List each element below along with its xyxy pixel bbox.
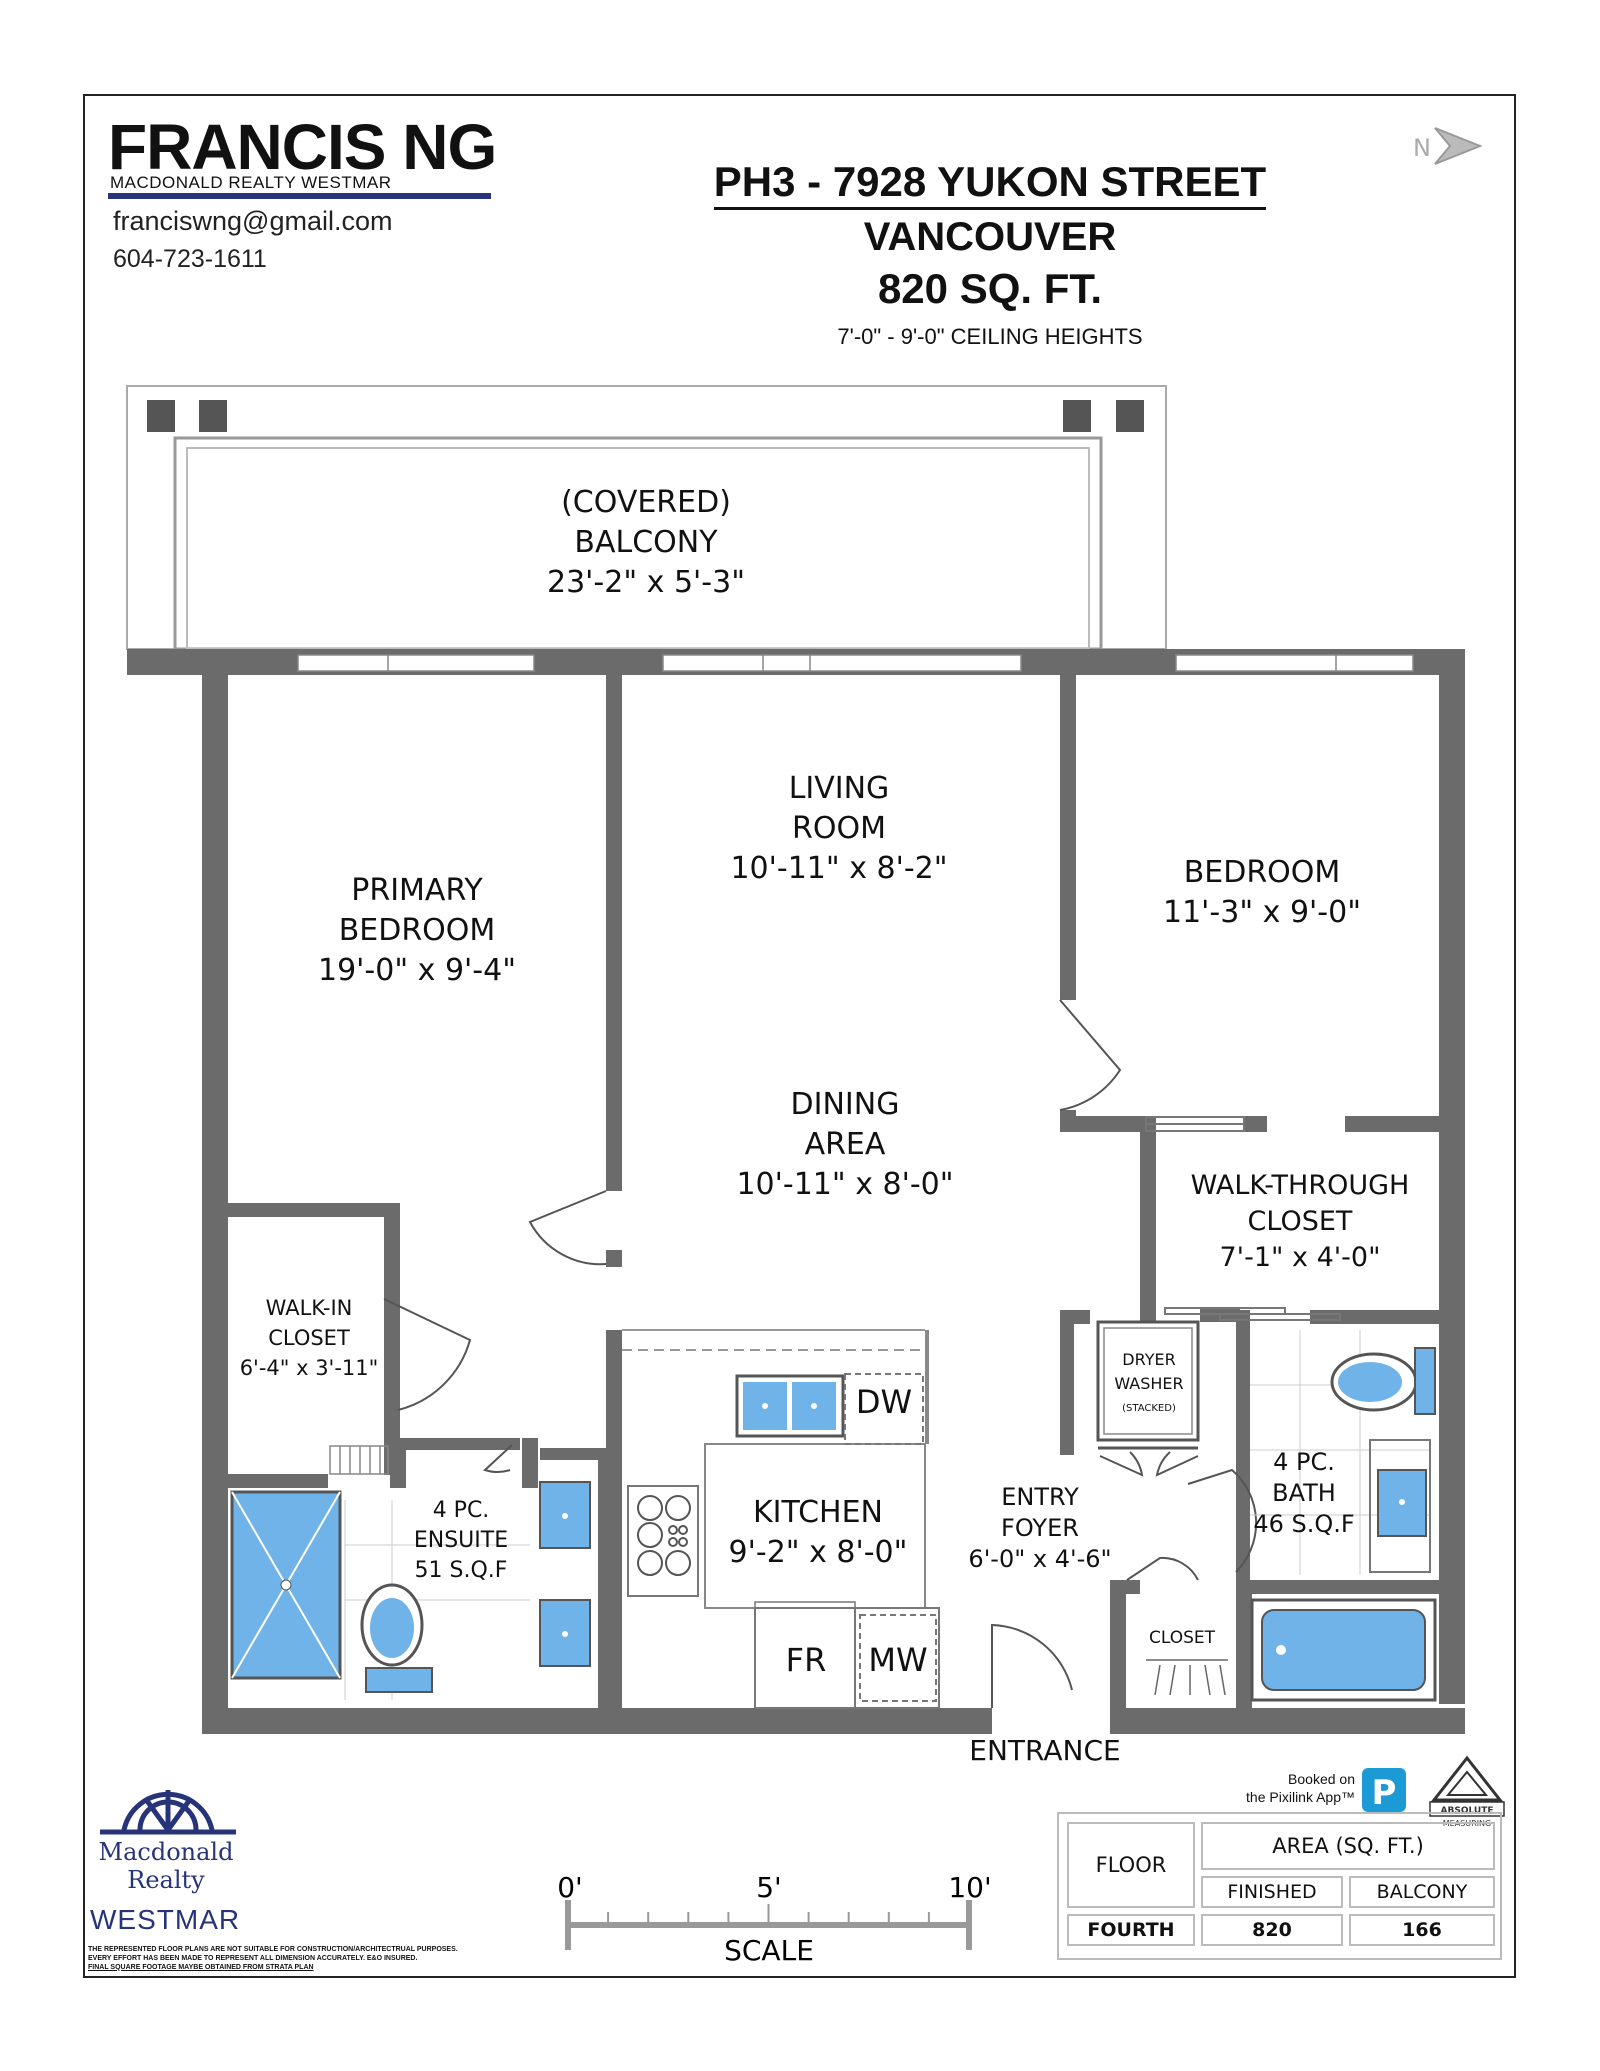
- property-sqft: 820 SQ. FT.: [877, 265, 1103, 312]
- primary-bedroom-dim: 19'-0" x 9'-4": [318, 953, 516, 988]
- ensuite-dim: 51 S.Q.F: [415, 1558, 508, 1583]
- closet-label: CLOSET: [1149, 1628, 1216, 1648]
- pixilink-badge-line-1: Booked on: [1288, 1771, 1355, 1787]
- walkin-label-1: WALK-IN: [266, 1296, 353, 1320]
- scale-tick-0: 0': [557, 1871, 583, 1904]
- foyer-dim: 6'-0" x 4'-6": [968, 1545, 1111, 1573]
- property-ceiling-heights: 7'-0" - 9'-0" CEILING HEIGHTS: [837, 324, 1143, 349]
- windows: [297, 654, 1414, 672]
- kitchen-dim: 9'-2" x 8'-0": [729, 1535, 908, 1570]
- walkthrough-dim: 7'-1" x 4'-0": [1219, 1242, 1380, 1273]
- ensuite-fixtures: [230, 1481, 591, 1700]
- disclaimer: THE REPRESENTED FLOOR PLANS ARE NOT SUIT…: [88, 1946, 508, 1972]
- dining-label-1: DINING: [791, 1087, 900, 1122]
- pixilink-badge: Booked on the Pixilink App™: [1215, 1770, 1355, 1806]
- foyer-label-2: FOYER: [1001, 1514, 1079, 1542]
- bedroom-dim: 11'-3" x 9'-0": [1163, 895, 1361, 930]
- dining-dim: 10'-11" x 8'-0": [736, 1167, 953, 1202]
- walkin-label-2: CLOSET: [268, 1326, 350, 1350]
- walkthrough-label-2: CLOSET: [1248, 1206, 1353, 1237]
- logo-text-westmar: WESTMAR: [90, 1904, 241, 1935]
- living-room-label-1: LIVING: [789, 771, 890, 806]
- entrance-label: ENTRANCE: [969, 1734, 1120, 1767]
- walkin-dim: 6'-4" x 3'-11": [240, 1356, 379, 1380]
- closet-hangers: [1146, 1659, 1228, 1696]
- agent-name: FRANCIS NG: [108, 111, 497, 183]
- dishwasher-label: DW: [856, 1383, 912, 1421]
- agent-phone[interactable]: 604-723-1611: [113, 245, 267, 273]
- floor-header: FLOOR: [1067, 1822, 1195, 1908]
- agent-email[interactable]: franciswng@gmail.com: [113, 206, 393, 236]
- pixilink-logo-letter: P: [1372, 1773, 1397, 1813]
- disclaimer-line-1: THE REPRESENTED FLOOR PLANS ARE NOT SUIT…: [88, 1946, 458, 1953]
- pixilink-badge-line-2: the Pixilink App™: [1246, 1789, 1355, 1806]
- disclaimer-line-3: FINAL SQUARE FOOTAGE MAYBE OBTAINED FROM…: [88, 1963, 314, 1971]
- balcony-header: BALCONY: [1349, 1876, 1495, 1908]
- logo-text-realty: Realty: [127, 1866, 205, 1894]
- north-arrow-icon: N: [1413, 127, 1483, 165]
- laundry-label-1: DRYER: [1122, 1350, 1175, 1369]
- balcony-dim: 23'-2" x 5'-3": [547, 565, 745, 600]
- room-labels: (COVERED) BALCONY 23'-2" x 5'-3" PRIMARY…: [240, 485, 1410, 1767]
- bedroom-label: BEDROOM: [1184, 855, 1341, 890]
- agent-company: MACDONALD REALTY WESTMAR: [110, 173, 392, 192]
- page-frame: [83, 94, 1516, 1978]
- dining-label-2: AREA: [805, 1127, 886, 1162]
- scale-bar: 0' 5' 10' SCALE: [557, 1871, 991, 1967]
- measuring-logo-text-1: ABSOLUTE: [1441, 1806, 1494, 1816]
- scale-tick-10: 10': [948, 1871, 991, 1904]
- primary-bedroom-label-2: BEDROOM: [339, 913, 496, 948]
- scale-tick-5: 5': [756, 1871, 782, 1904]
- ensuite-label-2: ENSUITE: [414, 1528, 508, 1553]
- floor-value: FOURTH: [1067, 1914, 1195, 1946]
- interior-walls: [228, 675, 1439, 1708]
- laundry-label-2: WASHER: [1114, 1374, 1183, 1393]
- ensuite-label-1: 4 PC.: [433, 1498, 490, 1523]
- closet-sliding-doors: [1145, 1116, 1341, 1321]
- balcony-label-1: (COVERED): [561, 485, 731, 520]
- bath-fixtures: [1250, 1330, 1437, 1702]
- laundry-closet: [1096, 1320, 1200, 1450]
- microwave-label: MW: [868, 1641, 927, 1679]
- finished-header: FINISHED: [1201, 1876, 1343, 1908]
- compass-letter: N: [1413, 134, 1431, 162]
- balcony-value: 166: [1349, 1914, 1495, 1946]
- walkthrough-label-1: WALK-THROUGH: [1191, 1170, 1410, 1201]
- living-room-dim: 10'-11" x 8'-2": [730, 851, 947, 886]
- doors: [383, 999, 1258, 1708]
- pixilink-logo-icon: P: [1362, 1768, 1406, 1813]
- macdonald-realty-logo-icon: [100, 1790, 236, 1835]
- area-table: FLOOR AREA (SQ. FT.) FINISHED BALCONY FO…: [1057, 1812, 1502, 1960]
- walkin-shelf: [329, 1445, 389, 1475]
- finished-value: 820: [1201, 1914, 1343, 1946]
- disclaimer-line-2: EVERY EFFORT HAS BEEN MADE TO REPRESENT …: [88, 1954, 418, 1962]
- living-room-label-2: ROOM: [792, 811, 886, 846]
- kitchen-label: KITCHEN: [753, 1495, 883, 1530]
- primary-bedroom-label-1: PRIMARY: [351, 873, 483, 908]
- area-header: AREA (SQ. FT.): [1201, 1822, 1495, 1870]
- bath-dim: 46 S.Q.F: [1253, 1510, 1354, 1538]
- property-city: VANCOUVER: [863, 215, 1117, 259]
- bath-label-2: BATH: [1272, 1479, 1336, 1507]
- foyer-label-1: ENTRY: [1001, 1483, 1079, 1511]
- scale-label: SCALE: [724, 1934, 814, 1967]
- bath-label-1: 4 PC.: [1273, 1448, 1335, 1476]
- balcony-label-2: BALCONY: [574, 525, 718, 560]
- fridge-label: FR: [786, 1641, 827, 1679]
- agent-divider: [108, 193, 491, 199]
- property-address-text: PH3 - 7928 YUKON STREET: [713, 158, 1267, 210]
- laundry-label-3: (STACKED): [1122, 1403, 1176, 1414]
- kitchen-fixtures: [622, 1329, 940, 1709]
- property-address: PH3 - 7928 YUKON STREET: [640, 158, 1340, 210]
- logo-text-macdonald: Macdonald: [98, 1838, 234, 1866]
